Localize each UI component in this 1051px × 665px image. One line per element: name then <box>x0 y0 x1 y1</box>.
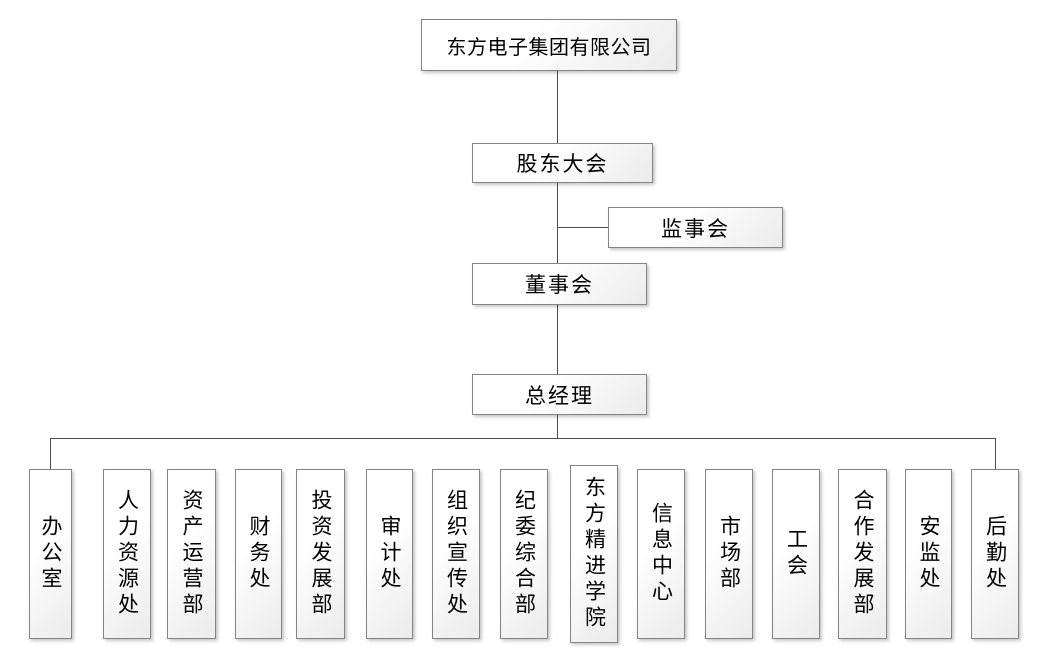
department-label: 组织宣传处 <box>444 489 469 619</box>
org-node-department: 财务处 <box>235 469 282 639</box>
org-node-supervisory-board: 监事会 <box>608 207 783 248</box>
org-node-company: 东方电子集团有限公司 <box>421 19 677 71</box>
general-manager-label: 总经理 <box>525 383 594 408</box>
department-label: 人力资源处 <box>115 489 140 619</box>
department-label: 财务处 <box>247 515 271 593</box>
connector-department-bus <box>50 438 995 439</box>
org-node-department: 投资发展部 <box>296 469 345 639</box>
department-label: 市场部 <box>717 515 742 593</box>
org-node-department: 后勤处 <box>971 469 1019 639</box>
company-label: 东方电子集团有限公司 <box>446 36 652 59</box>
connector-bus-left-drop <box>50 438 51 469</box>
org-node-general-manager: 总经理 <box>472 374 647 415</box>
department-label: 工会 <box>784 528 809 580</box>
org-node-department: 合作发展部 <box>838 469 887 639</box>
department-label: 东方精进学院 <box>582 476 607 632</box>
department-label: 投资发展部 <box>309 489 333 619</box>
supervisory-board-label: 监事会 <box>661 216 730 241</box>
connector-bus-right-drop <box>995 438 996 469</box>
org-node-shareholders-meeting: 股东大会 <box>472 143 653 183</box>
org-node-department: 市场部 <box>705 469 753 639</box>
department-label: 办公室 <box>39 515 63 593</box>
department-label: 合作发展部 <box>851 489 875 619</box>
department-label: 安监处 <box>917 515 941 593</box>
connector-board-gm <box>557 305 558 374</box>
department-label: 后勤处 <box>983 515 1008 593</box>
shareholders-meeting-label: 股东大会 <box>516 152 609 176</box>
board-of-directors-label: 董事会 <box>525 273 594 297</box>
org-node-department: 审计处 <box>366 469 413 639</box>
department-label: 信息中心 <box>649 502 674 606</box>
department-label: 资产运营部 <box>180 489 204 619</box>
department-label: 审计处 <box>378 515 402 593</box>
org-node-department: 纪委综合部 <box>500 469 548 639</box>
department-label: 纪委综合部 <box>512 489 537 619</box>
org-node-board-of-directors: 董事会 <box>472 263 647 305</box>
connector-supervisory-stub <box>557 227 608 228</box>
org-node-department: 人力资源处 <box>103 469 151 639</box>
org-node-department: 办公室 <box>29 469 72 639</box>
org-node-department: 资产运营部 <box>167 469 216 639</box>
org-node-department: 工会 <box>772 469 820 639</box>
connector-gm-bus <box>557 415 558 438</box>
org-node-department: 东方精进学院 <box>570 465 618 643</box>
connector-shareholders-board <box>557 183 558 263</box>
connector-company-shareholders <box>557 71 558 143</box>
org-node-department: 安监处 <box>905 469 952 639</box>
org-node-department: 组织宣传处 <box>432 469 480 639</box>
org-node-department: 信息中心 <box>637 469 685 639</box>
